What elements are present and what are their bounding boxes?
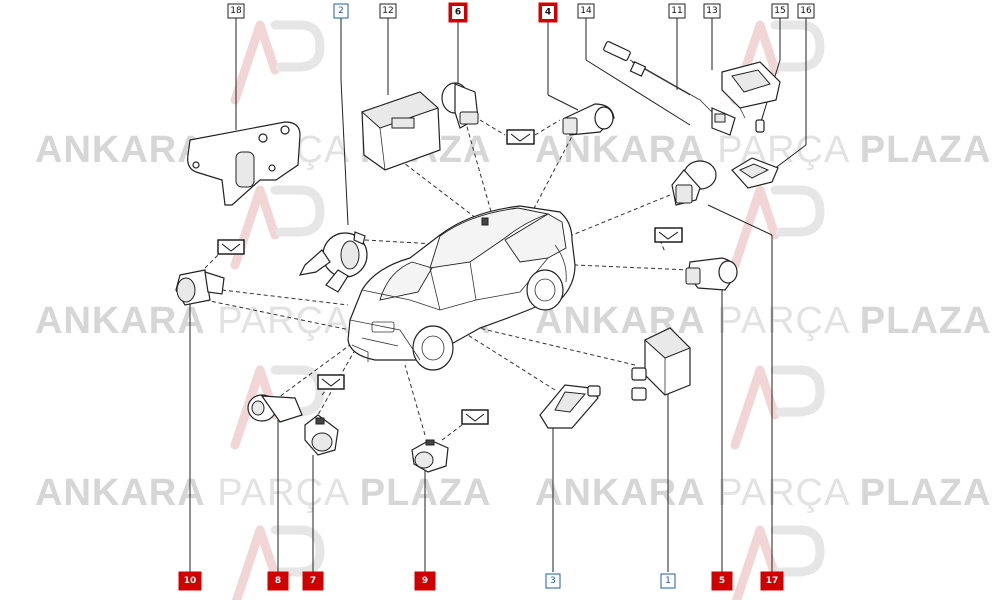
bracket-18 — [187, 121, 301, 206]
sensor-mount-2 — [298, 231, 368, 293]
watermark-word: PLAZA — [360, 472, 492, 514]
module-13 — [721, 61, 781, 119]
sensor-5 — [685, 257, 738, 291]
car-icon — [347, 205, 576, 371]
label-text: 6 — [455, 8, 461, 18]
label-text: 12 — [382, 6, 393, 16]
label-text: 4 — [545, 8, 551, 18]
connector-symbols — [217, 129, 683, 425]
sensor-4 — [562, 103, 615, 136]
watermark-text: ANKARA PARÇA PLAZA — [535, 300, 991, 342]
label-text: 13 — [706, 6, 717, 16]
label-text: 14 — [580, 6, 592, 16]
wiring-harness-14-11 — [603, 41, 736, 136]
sensor-9 — [411, 439, 449, 473]
watermark-word: ANKARA — [535, 129, 706, 171]
watermark-word: ANKARA — [535, 472, 706, 514]
label-text: 11 — [671, 6, 682, 16]
label-13[interactable]: 13 — [703, 3, 721, 19]
clip-15 — [755, 119, 765, 133]
watermark-word: PLAZA — [860, 129, 992, 171]
label-text: 10 — [184, 576, 197, 586]
label-9[interactable]: 9 — [414, 571, 436, 591]
watermark-text: ANKARA PARÇA PLAZA — [535, 129, 991, 171]
label-15[interactable]: 15 — [771, 3, 789, 19]
label-text: 5 — [719, 576, 725, 586]
watermark-word: PLAZA — [860, 300, 992, 342]
watermark-word: ANKARA — [535, 300, 706, 342]
watermark-word: ANKARA — [35, 472, 206, 514]
label-7[interactable]: 7 — [302, 571, 324, 591]
watermark-word: ANKARA — [35, 129, 206, 171]
label-2[interactable]: 2 — [333, 3, 349, 19]
label-text: 8 — [275, 576, 281, 586]
sensor-8 — [247, 394, 303, 423]
label-text: 9 — [422, 576, 428, 586]
label-18[interactable]: 18 — [227, 3, 245, 19]
label-text: 3 — [550, 576, 556, 586]
label-10[interactable]: 10 — [178, 571, 202, 591]
connector-symbol-icon — [317, 374, 345, 390]
sensor-7 — [304, 414, 339, 456]
sensor-17 — [671, 160, 717, 206]
label-text: 2 — [338, 6, 344, 16]
label-text: 17 — [766, 576, 779, 586]
label-3[interactable]: 3 — [545, 573, 561, 589]
leader-lines — [189, 18, 807, 572]
watermark-word: ANKARA — [35, 300, 206, 342]
label-17[interactable]: 17 — [760, 571, 784, 591]
label-4[interactable]: 4 — [538, 2, 558, 23]
label-6[interactable]: 6 — [448, 2, 468, 23]
sensor-6 — [441, 82, 479, 129]
watermark-text: ANKARA PARÇA PLAZA — [35, 472, 491, 514]
watermark-word: PARÇA — [717, 300, 850, 342]
sensor-10 — [175, 269, 225, 306]
cover-16 — [731, 157, 779, 189]
label-12[interactable]: 12 — [379, 3, 397, 19]
control-unit-1 — [631, 327, 691, 401]
sensor-3 — [539, 384, 601, 429]
watermark-word: PLAZA — [860, 472, 992, 514]
watermark-word: PARÇA — [217, 300, 350, 342]
watermark-logo-icon — [230, 20, 825, 600]
label-5[interactable]: 5 — [711, 571, 733, 591]
label-1[interactable]: 1 — [660, 573, 676, 589]
connector-symbol-icon — [461, 409, 489, 425]
label-16[interactable]: 16 — [797, 3, 815, 19]
watermark-text: ANKARA PARÇA PLAZA — [535, 472, 991, 514]
watermark-word: PARÇA — [717, 472, 850, 514]
label-14[interactable]: 14 — [577, 3, 595, 19]
watermark-word: PARÇA — [217, 472, 350, 514]
connector-symbol-icon — [217, 239, 245, 255]
label-text: 1 — [665, 576, 671, 586]
connector-symbol-icon — [654, 227, 683, 243]
label-11[interactable]: 11 — [668, 3, 686, 19]
watermark-word: PARÇA — [717, 129, 850, 171]
label-text: 18 — [230, 6, 242, 16]
label-text: 7 — [310, 576, 316, 586]
label-text: 15 — [774, 6, 785, 16]
connector-symbol-icon — [506, 129, 535, 145]
label-8[interactable]: 8 — [267, 571, 289, 591]
label-text: 16 — [800, 6, 812, 16]
ecu-module-12 — [361, 91, 441, 171]
